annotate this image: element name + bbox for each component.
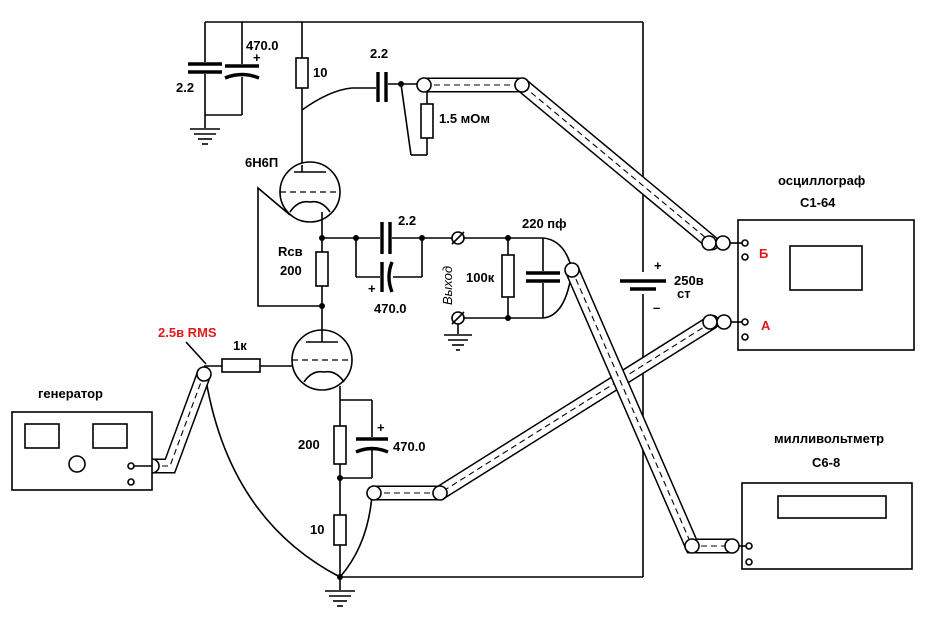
ground-symbol-top (190, 128, 220, 145)
r-out-label: 1.5 мОм (439, 111, 490, 126)
millivoltmeter (739, 482, 913, 570)
output-terminal-bottom (444, 311, 472, 351)
ground-symbol-bottom (325, 590, 355, 607)
supply-battery (620, 279, 666, 291)
input-level-label: 2.5в RMS (158, 325, 217, 340)
generator-display-left (24, 423, 60, 449)
r-100k-label: 100к (466, 270, 495, 285)
r-anode-label: 10 (313, 65, 327, 80)
millivoltmeter-display (777, 495, 887, 519)
input-level-pointer (185, 341, 207, 365)
c-mid-elec-plus: + (368, 281, 376, 296)
generator-display-right (92, 423, 128, 449)
c-mid-label: 2.2 (398, 213, 416, 228)
generator-output-terminal (127, 462, 135, 470)
cable-to-millivoltmeter (564, 262, 740, 554)
c-top-elec-label: 470.0 (246, 38, 279, 53)
upper-triode (279, 161, 341, 223)
oscilloscope (730, 219, 915, 351)
generator-title: генератор (38, 386, 103, 401)
r-bottom-label: 10 (310, 522, 324, 537)
c-mid-elec-label: 470.0 (374, 301, 407, 316)
oscilloscope-input-a: А (761, 318, 771, 333)
cable-to-oscilloscope-b (416, 77, 731, 251)
millivoltmeter-model: С6-8 (812, 455, 840, 470)
r-input-label: 1к (233, 338, 247, 353)
top-filter-capacitors (188, 22, 260, 128)
oscilloscope-terminal-b1 (741, 239, 749, 247)
rcb-resistor (315, 212, 329, 330)
supply-sub-label: ст (677, 286, 691, 301)
millivoltmeter-terminal-2 (745, 558, 753, 566)
output-coupling-network (301, 72, 434, 156)
supply-label: 250в (674, 273, 704, 288)
oscilloscope-terminal-a1 (741, 318, 749, 326)
millivoltmeter-terminal-1 (745, 542, 753, 550)
cable-to-oscilloscope-a (366, 314, 732, 501)
cable-from-generator (144, 366, 212, 474)
c-out-label: 2.2 (370, 46, 388, 61)
r-cb-value-label: 200 (280, 263, 302, 278)
tube-label: 6Н6П (245, 155, 278, 170)
load-network (464, 235, 573, 321)
oscilloscope-title: осциллограф (778, 173, 865, 188)
output-terminal-top (451, 231, 465, 245)
oscilloscope-screen (789, 245, 863, 291)
upper-grid-loop (257, 186, 322, 307)
supply-minus: – (653, 300, 660, 315)
input-resistor (204, 358, 292, 373)
c-cathode-elec-label: 470.0 (393, 439, 426, 454)
ground-returns (205, 379, 373, 578)
r-cb-name-label: Rсв (278, 244, 303, 259)
oscilloscope-terminal-b2 (741, 253, 749, 261)
generator-ground-terminal (127, 478, 135, 486)
supply-plus: + (654, 258, 662, 273)
oscilloscope-terminal-a2 (741, 333, 749, 341)
millivoltmeter-title: милливольтметр (774, 431, 884, 446)
lower-triode (291, 329, 353, 400)
anode-resistor (295, 22, 309, 165)
generator (11, 411, 153, 491)
c-cathode-elec-plus: + (377, 420, 385, 435)
c-top-left-label: 2.2 (176, 80, 194, 95)
generator-knob (68, 455, 86, 473)
oscilloscope-input-b: Б (759, 246, 768, 261)
cathode-network (333, 399, 389, 590)
mid-coupling-caps (322, 222, 453, 293)
r-cathode-label: 200 (298, 437, 320, 452)
output-label: Выход (440, 266, 455, 305)
oscilloscope-model: С1-64 (800, 195, 836, 210)
c-220-label: 220 пф (522, 216, 567, 231)
c-top-elec-plus: + (253, 50, 261, 65)
